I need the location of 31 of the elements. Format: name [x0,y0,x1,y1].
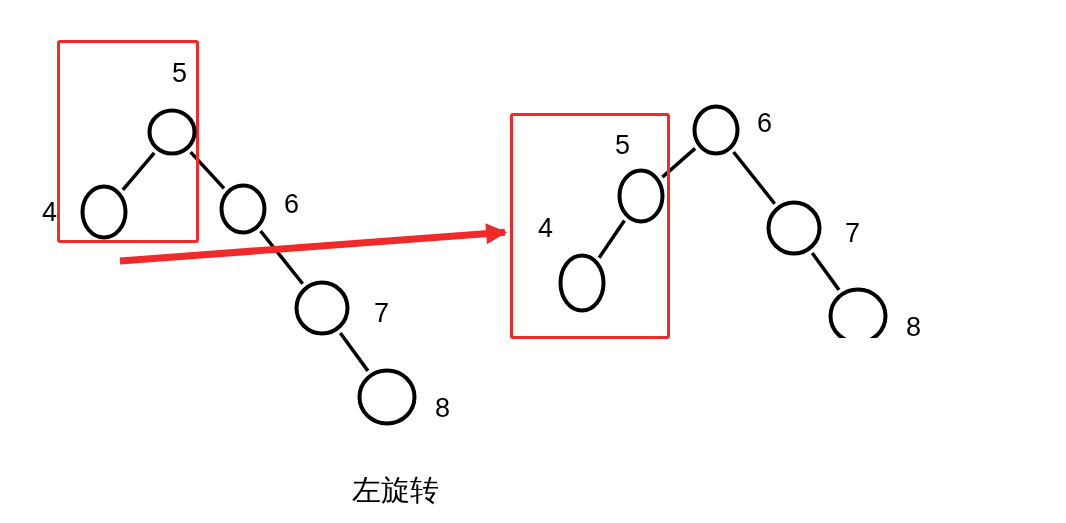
tree-node-circle [692,104,740,156]
tree-node-circle [357,368,417,426]
highlight-box [57,40,199,243]
tree-node-circle [219,183,267,235]
node-label: 7 [845,218,861,248]
tree-branch-line [597,219,626,259]
tree-branch-line [732,150,777,205]
node-label: 5 [615,130,631,160]
caption: 左旋转 [352,473,439,508]
node-label: 8 [435,393,451,423]
tree-node-circle [147,108,197,156]
tree-node-circle [617,168,665,224]
node-label: 6 [284,189,300,219]
tree-branch-line [661,147,697,179]
tree-node-circle [80,184,128,240]
tree-node-circle [558,253,606,313]
tree-branch-line [189,151,226,190]
tree-branch-line [338,332,370,372]
tree-node-circle [294,280,350,336]
arrow [119,223,508,265]
tree-node-circle [766,200,822,256]
node-label: 4 [538,213,554,243]
node-label: 5 [172,58,188,88]
node-label: 8 [906,312,922,342]
tree-branch-line [259,229,305,285]
node-label: 4 [42,197,58,227]
node-label: 6 [757,108,773,138]
tree-branch-line [810,252,841,291]
tree-branch-line [121,151,156,191]
highlight-box [510,113,670,339]
node-label: 7 [374,298,390,328]
